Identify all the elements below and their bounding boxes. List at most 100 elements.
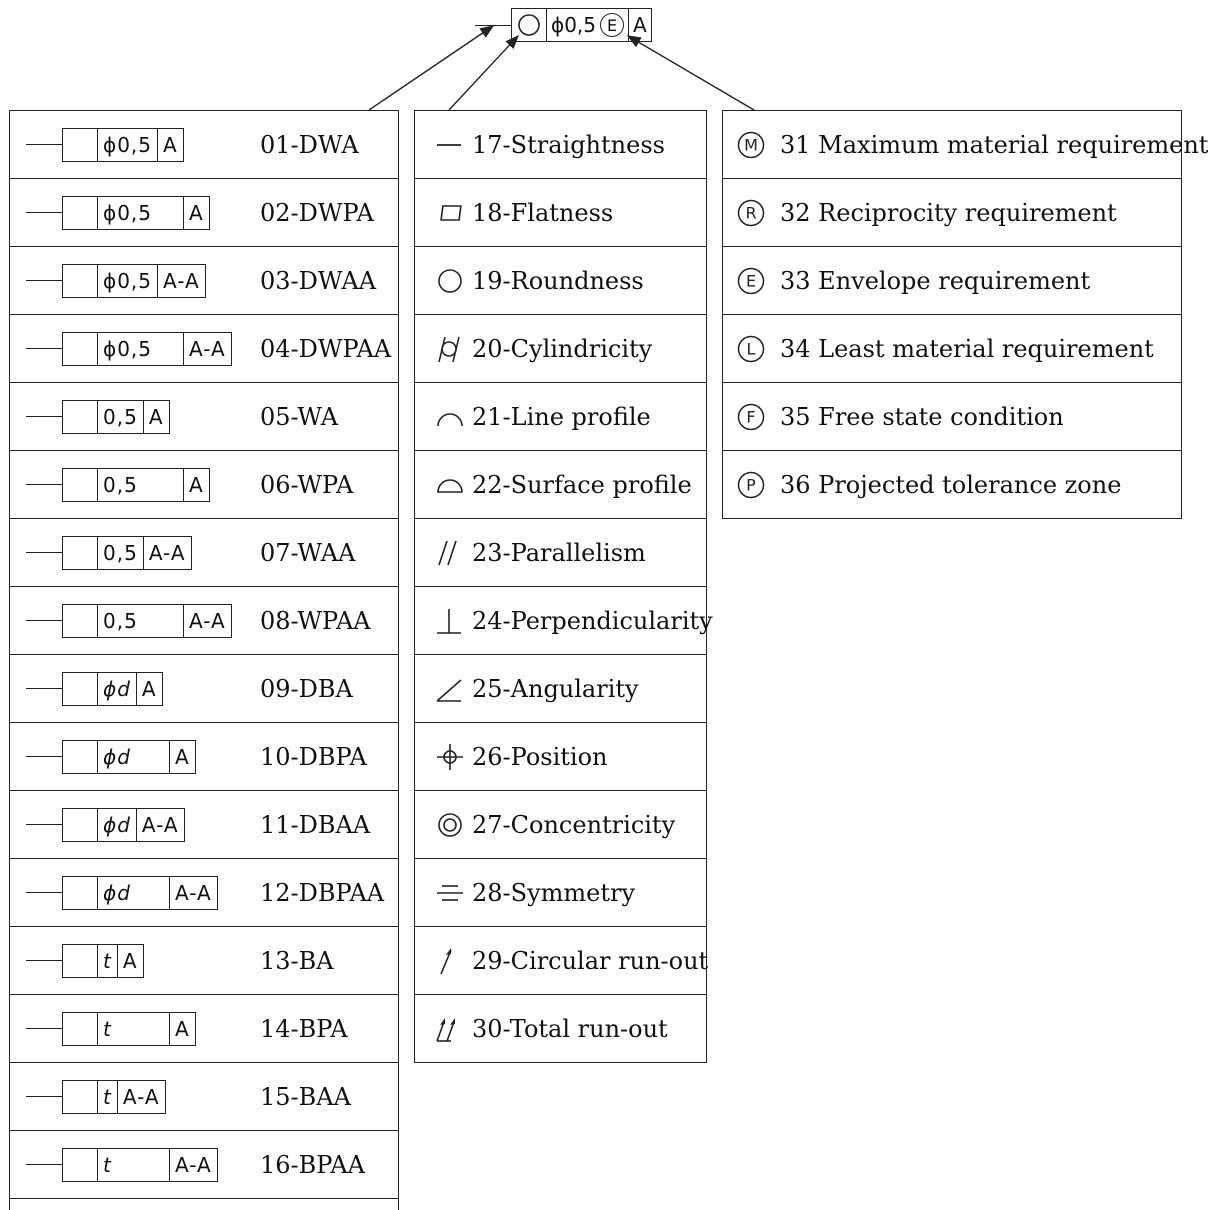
symbol-cell	[63, 1081, 97, 1113]
roundness-icon	[518, 14, 540, 36]
tolerance-cell: 0,5	[97, 604, 183, 637]
surface-profile-icon	[437, 478, 463, 493]
frame-type-label: 15-BAA	[260, 1082, 351, 1111]
frame-type-label: 07-WAA	[260, 538, 356, 567]
datum-cell: A	[142, 400, 169, 433]
symbol-cell	[63, 197, 97, 229]
symbol-cell	[63, 333, 97, 365]
characteristic-row: 30-Total run-out	[415, 995, 706, 1063]
datum-cell: A	[116, 944, 143, 977]
roundness-symbol-cell	[512, 9, 546, 41]
frame-type-label: 16-BPAA	[260, 1150, 365, 1179]
frame-type-label: 04-DWPAA	[260, 334, 392, 363]
svg-text:E: E	[746, 271, 756, 290]
datum-cell: A-A	[157, 264, 205, 297]
characteristic-label: 19-Roundness	[472, 266, 644, 295]
characteristic-row: 26-Position	[415, 723, 706, 791]
symbol-cell	[63, 1149, 97, 1181]
tolerance-cell: ϕ0,5	[97, 196, 183, 229]
symbol-cell	[63, 673, 97, 705]
leader-line	[26, 960, 62, 961]
tolerance-cell: ϕd	[97, 672, 136, 705]
symbol-cell	[63, 605, 97, 637]
modifier-label: 36 Projected tolerance zone	[780, 470, 1122, 499]
arrow-to-modifier	[626, 35, 755, 111]
leader-line	[26, 280, 62, 281]
frame-type-label: 14-BPA	[260, 1014, 348, 1043]
perpendicularity-icon	[437, 608, 461, 634]
circled-p-icon: P	[737, 471, 765, 498]
datum-cell: A-A	[135, 808, 184, 841]
characteristic-label: 21-Line profile	[472, 402, 651, 431]
svg-text:P: P	[746, 475, 756, 494]
circled-r-icon: R	[737, 199, 765, 226]
characteristic-label: 23-Parallelism	[472, 538, 646, 567]
symmetry-icon	[437, 884, 463, 901]
datum-cell: A	[183, 196, 209, 229]
tolerance-cell: t	[97, 1012, 169, 1045]
datum-cell: A-A	[169, 876, 217, 909]
modifier-label: 34 Least material requirement	[780, 334, 1154, 363]
top-tolerance: ϕ0,5	[551, 13, 596, 37]
tolerance-cell: ϕ0,5	[97, 332, 183, 365]
datum-cell: A-A	[142, 536, 191, 569]
tolerance-cell: 0,5	[97, 468, 183, 501]
symbol-cell	[63, 1013, 97, 1045]
svg-text:R: R	[745, 203, 756, 222]
top-tolerance-cell: ϕ0,5 E	[546, 9, 628, 41]
characteristic-row: 18-Flatness	[415, 179, 706, 247]
total-runout-icon	[436, 1017, 455, 1042]
top-feature-control-frame: ϕ0,5 E A	[475, 7, 652, 43]
characteristic-label: 18-Flatness	[472, 198, 614, 227]
leader-line	[475, 24, 511, 26]
frame-type-label: 11-DBAA	[260, 810, 371, 839]
tolerance-cell: ϕd	[97, 808, 136, 841]
characteristic-label: 26-Position	[472, 742, 608, 771]
flatness-icon	[440, 204, 462, 221]
tolerance-cell: t	[97, 1148, 169, 1181]
top-datum: A	[633, 13, 647, 37]
modifier-row: P 36 Projected tolerance zone	[723, 451, 1181, 519]
leader-line	[26, 212, 62, 213]
frame-type-label: 09-DBA	[260, 674, 353, 703]
angularity-icon	[436, 678, 462, 702]
symbol-cell	[63, 469, 97, 501]
tolerance-cell: ϕ0,5	[97, 128, 157, 161]
leader-line	[26, 688, 62, 689]
frame-type-label: 01-DWA	[260, 130, 359, 159]
frame-type-label: 10-DBPA	[260, 742, 367, 771]
